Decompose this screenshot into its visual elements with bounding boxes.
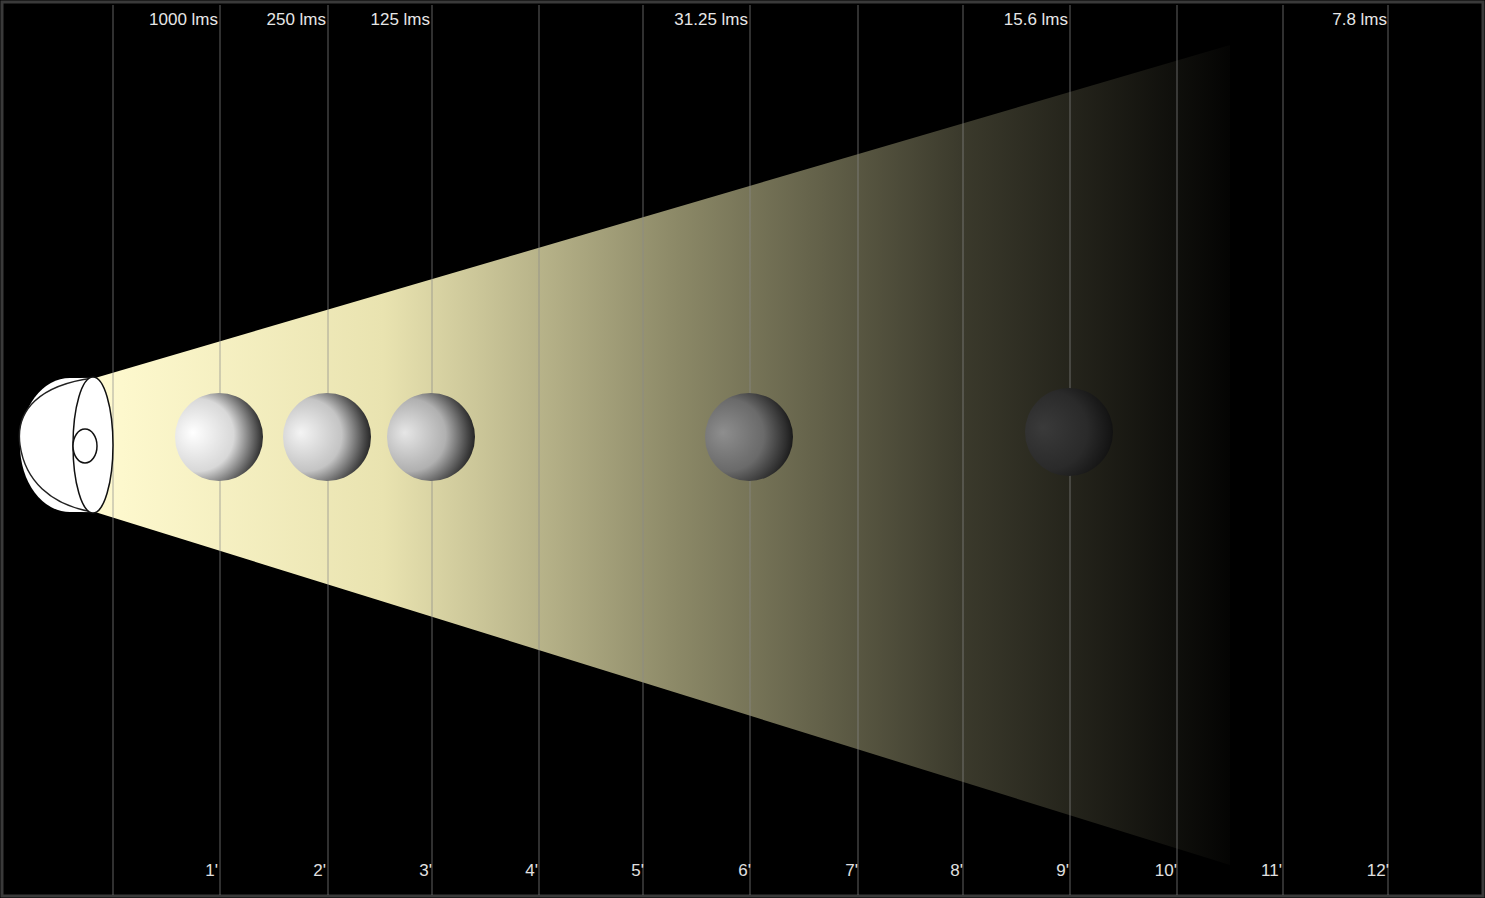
- sphere: [175, 393, 263, 481]
- lamp: [19, 377, 113, 513]
- lumen-label: 15.6 lms: [1004, 10, 1068, 30]
- sphere: [1025, 388, 1113, 476]
- lumen-label: 1000 lms: [149, 10, 218, 30]
- distance-label: 4': [525, 861, 538, 881]
- sphere: [705, 393, 793, 481]
- distance-label: 10': [1155, 861, 1177, 881]
- distance-label: 11': [1261, 861, 1282, 881]
- distance-label: 2': [313, 861, 326, 881]
- distance-label: 12': [1367, 861, 1389, 881]
- distance-label: 3': [419, 861, 432, 881]
- distance-label: 7': [845, 861, 858, 881]
- lumen-label: 7.8 lms: [1332, 10, 1387, 30]
- distance-gridlines: [113, 5, 1388, 895]
- lumen-label: 125 lms: [370, 10, 430, 30]
- distance-label: 8': [950, 861, 963, 881]
- distance-label: 9': [1056, 861, 1069, 881]
- sphere: [387, 393, 475, 481]
- distance-label: 5': [631, 861, 644, 881]
- sphere: [283, 393, 371, 481]
- distance-label: 1': [205, 861, 218, 881]
- lumen-label: 31.25 lms: [674, 10, 748, 30]
- distance-label: 6': [738, 861, 751, 881]
- lumen-label: 250 lms: [266, 10, 326, 30]
- light-beam: [95, 45, 1230, 865]
